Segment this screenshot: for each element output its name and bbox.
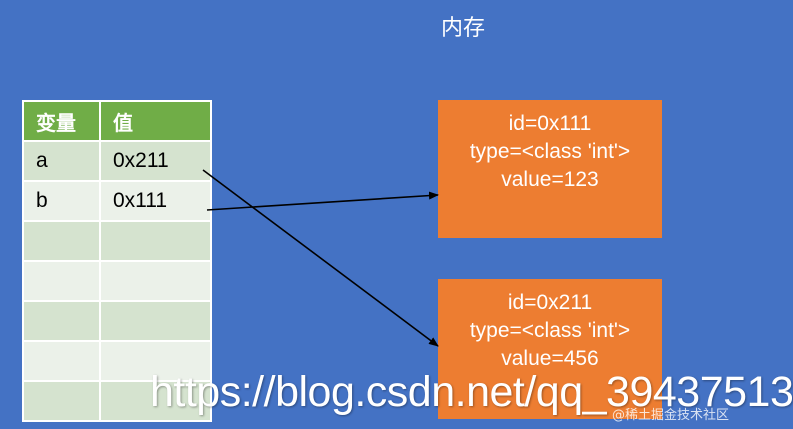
variable-value-cell: 0x211 [99, 140, 212, 182]
object-type: type=<class 'int'> [469, 140, 631, 163]
table-row [22, 380, 212, 422]
variable-name-cell [22, 380, 101, 422]
int-object-box-123: id=0x111 type=<class 'int'> value=123 [438, 100, 662, 238]
table-row: b 0x111 [22, 180, 212, 222]
table-row: a 0x211 [22, 140, 212, 182]
int-object-box-456: id=0x211 type=<class 'int'> value=456 [438, 279, 662, 419]
variable-value-cell: 0x111 [99, 180, 212, 222]
variable-name-cell [22, 260, 101, 302]
header-value: 值 [99, 100, 212, 142]
object-id: id=0x111 [508, 112, 592, 135]
variable-name-cell: b [22, 180, 101, 222]
variable-name-cell: a [22, 140, 101, 182]
variable-name-cell [22, 340, 101, 382]
object-id: id=0x211 [507, 291, 593, 314]
variable-value-cell [99, 220, 212, 262]
header-variable: 变量 [22, 100, 101, 142]
arrow-a-to-0x211 [202, 169, 439, 347]
memory-title: 内存 [440, 16, 485, 41]
variable-table: 变量 值 a 0x211 b 0x111 [22, 100, 212, 422]
object-value: value=456 [501, 347, 599, 370]
variable-value-cell [99, 300, 212, 342]
table-header-row: 变量 值 [22, 100, 212, 142]
reference-arrows [202, 169, 439, 347]
watermark-tag: @稀土掘金技术社区 [612, 408, 730, 423]
table-row [22, 260, 212, 302]
object-value: value=123 [501, 168, 599, 191]
variable-value-cell [99, 260, 212, 302]
table-row [22, 220, 212, 262]
variable-name-cell [22, 220, 101, 262]
table-row [22, 340, 212, 382]
object-type: type=<class 'int'> [469, 319, 631, 342]
arrow-b-to-0x111 [206, 191, 439, 211]
variable-name-cell [22, 300, 101, 342]
variable-value-cell [99, 380, 212, 422]
table-row [22, 300, 212, 342]
watermark-url: https://blog.csdn.net/qq_39437513 [150, 368, 793, 416]
variable-value-cell [99, 340, 212, 382]
